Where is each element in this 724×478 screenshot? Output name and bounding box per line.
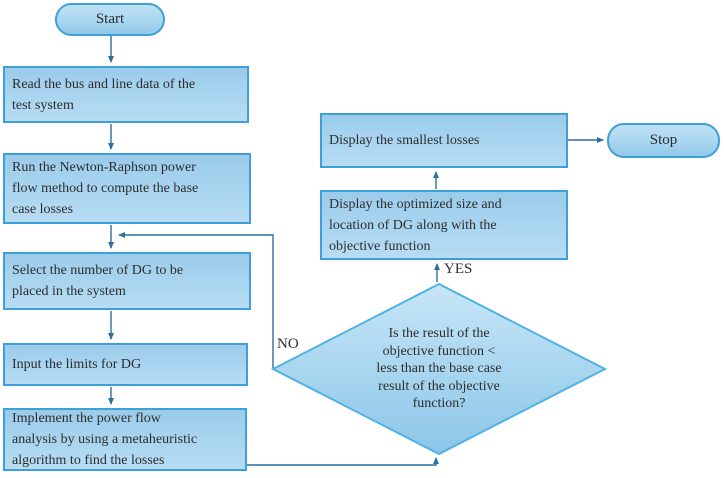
process-run-newton-raphson-label: Run the Newton-Raphson power flow method… — [12, 160, 199, 217]
edge-no-return — [118, 232, 274, 368]
edge-implement-to-decision — [247, 457, 439, 466]
process-read-data: Read the bus and line data of the test s… — [3, 66, 249, 123]
process-select-dg-number: Select the number of DG to be placed in … — [3, 252, 251, 310]
process-implement-power-flow-label: Implement the power flow analysis by usi… — [12, 411, 198, 468]
process-display-optimized-label: Display the optimized size and location … — [329, 196, 502, 254]
process-display-smallest-losses: Display the smallest losses — [320, 113, 568, 168]
decision-diamond-shape — [270, 282, 608, 456]
process-input-dg-limits-label: Input the limits for DG — [12, 357, 142, 372]
stop-label: Stop — [649, 132, 678, 149]
process-select-dg-number-label: Select the number of DG to be placed in … — [12, 263, 184, 299]
stop-node: Stop — [607, 123, 720, 158]
start-label: Start — [95, 11, 125, 28]
decision-objective-label: Is the result of the objective function … — [376, 325, 502, 412]
edge-label-yes: YES — [444, 261, 473, 277]
process-read-data-label: Read the bus and line data of the test s… — [12, 76, 196, 113]
process-implement-power-flow: Implement the power flow analysis by usi… — [3, 408, 247, 471]
process-run-newton-raphson: Run the Newton-Raphson power flow method… — [3, 153, 251, 224]
process-display-smallest-losses-label: Display the smallest losses — [329, 133, 480, 148]
edge-label-no: NO — [277, 336, 299, 352]
start-node: Start — [55, 3, 165, 36]
process-input-dg-limits: Input the limits for DG — [3, 343, 248, 386]
process-display-optimized: Display the optimized size and location … — [320, 190, 568, 260]
